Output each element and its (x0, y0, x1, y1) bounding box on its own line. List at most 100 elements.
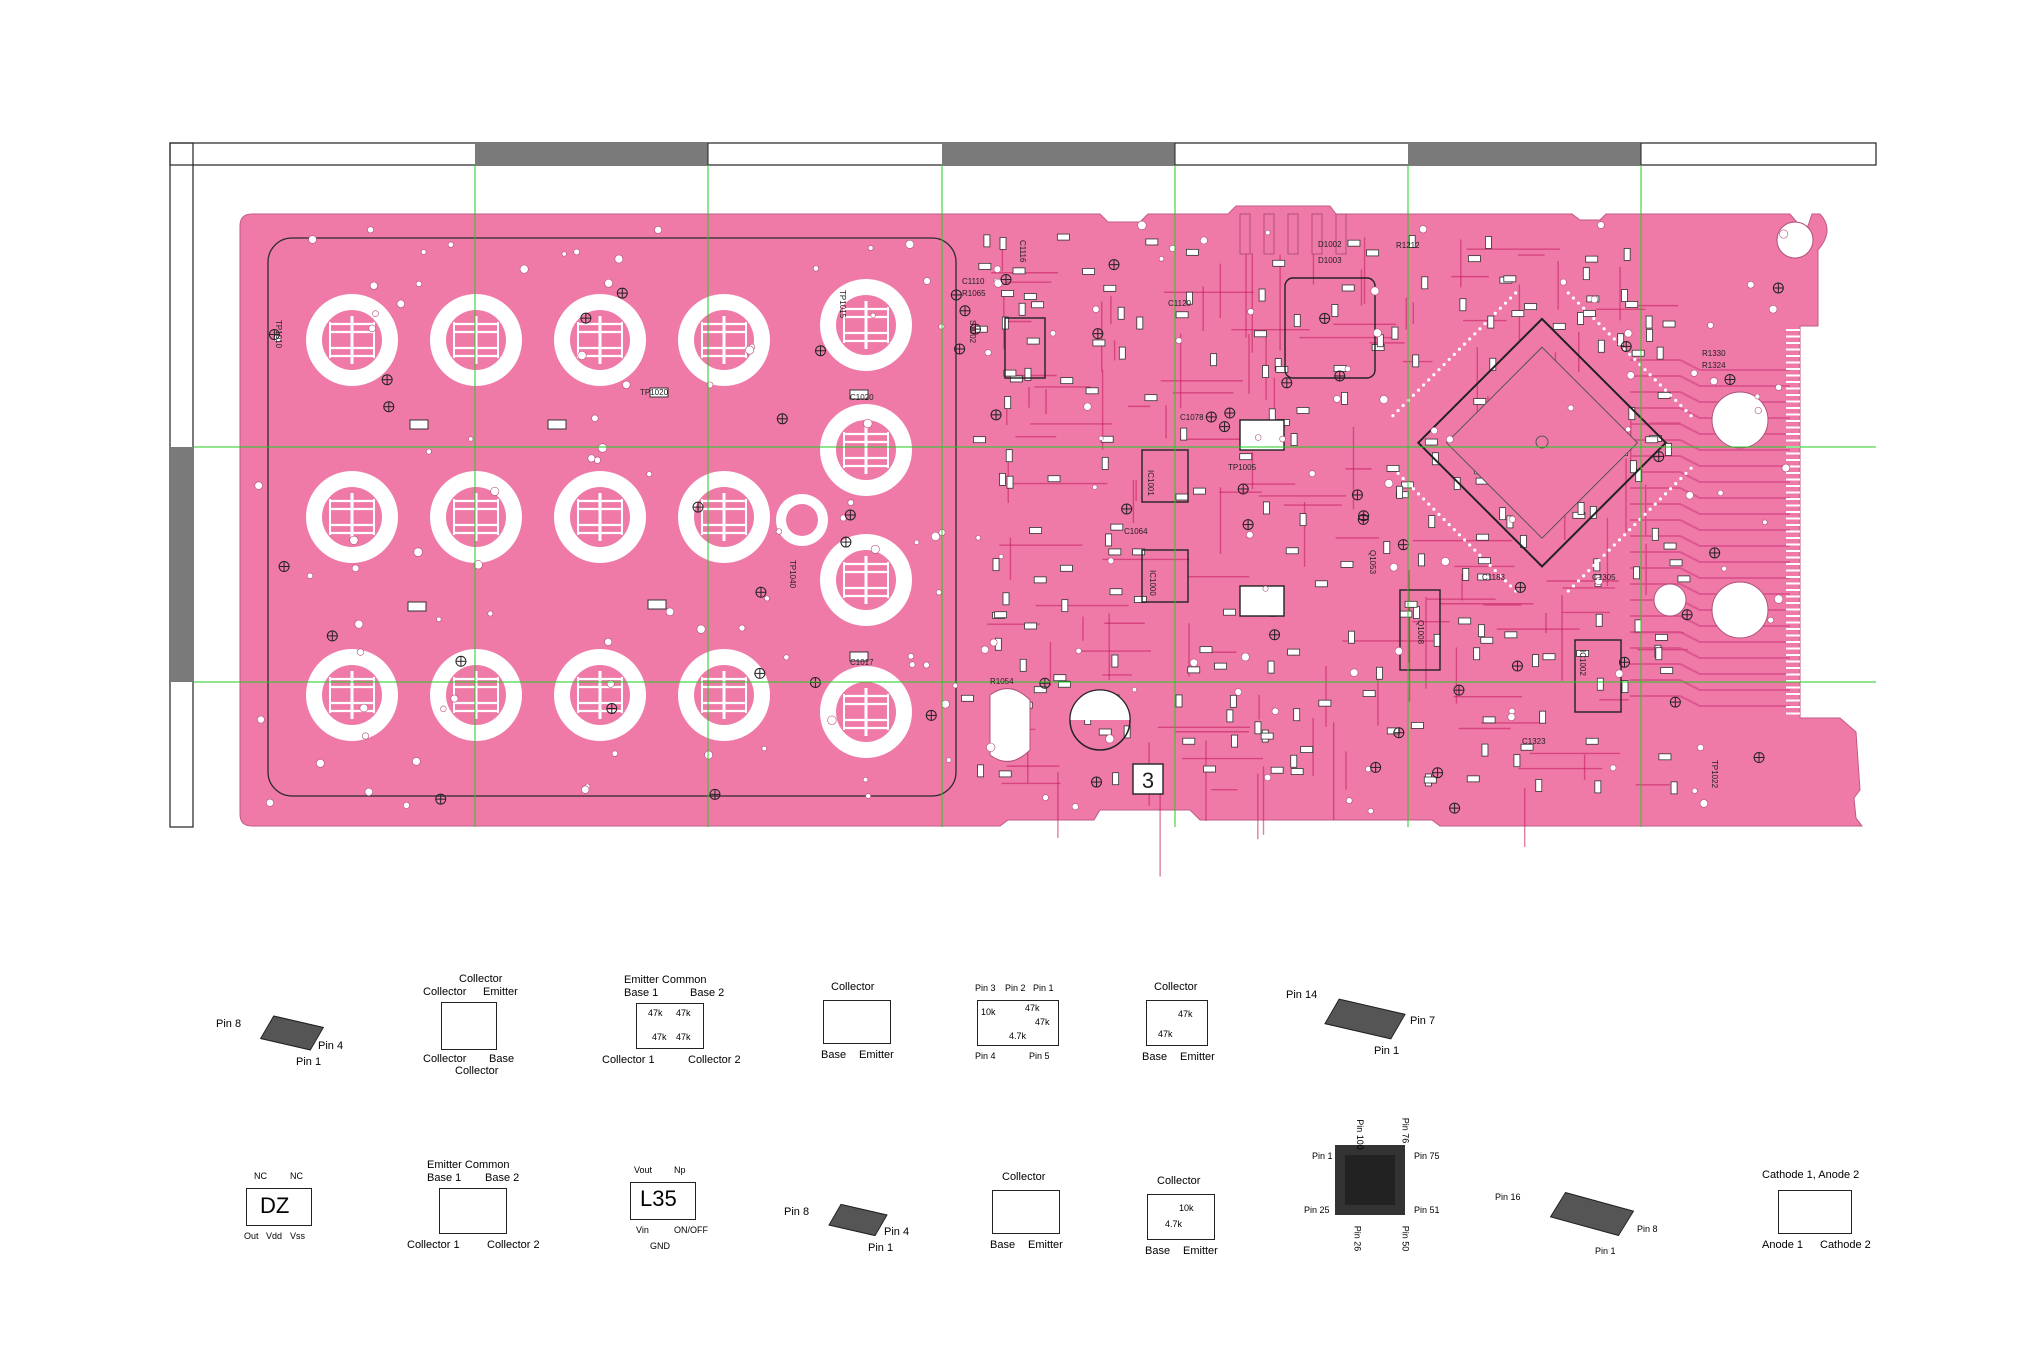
label-tp1015: TP1015 (838, 290, 847, 319)
ic-left-upper (1004, 317, 1046, 379)
pkg-transistor-b-left: Base (990, 1239, 1016, 1251)
board-cutout (989, 688, 1031, 762)
pkg-sot-dual-bottom: Collector (455, 1065, 499, 1077)
smd-part (973, 436, 986, 444)
smd-part (1258, 288, 1266, 302)
label-ic1000: IC1000 (1148, 570, 1157, 596)
pkg-dual-bias-a-base2: Base 2 (690, 987, 725, 999)
smd-part (1539, 710, 1547, 724)
smd-part (1524, 303, 1537, 311)
smd-part (1004, 396, 1012, 410)
pkg-six-pin-p3: Pin 3 (975, 983, 996, 993)
smd-part (1423, 776, 1437, 784)
keypad-key (820, 279, 912, 371)
smd-part (1383, 541, 1391, 554)
smd-part (1109, 588, 1123, 596)
smd-part (1476, 533, 1489, 541)
pkg-sot-dual-bottom-left: Collector (423, 1053, 467, 1065)
smd-part (1404, 600, 1418, 608)
pkg-six-pin-p2: Pin 2 (1005, 983, 1026, 993)
smd-part (1175, 493, 1189, 501)
silkscreen-labels: S1002 IC1001 IC1000 IC1002 TP1010 TP1020… (274, 240, 1726, 789)
crystal-square (1239, 419, 1285, 451)
pkg-dual-diode-title: Cathode 1, Anode 2 (1762, 1169, 1860, 1181)
pkg-l35-vout: Vout (634, 1165, 653, 1175)
smd-part (1193, 487, 1206, 495)
label-s1002: S1002 (968, 320, 977, 344)
pkg-digi-a-right: Emitter (1180, 1051, 1215, 1063)
smd-part (1199, 646, 1213, 654)
pkg-dual-bias-b-c1: Collector 1 (407, 1239, 460, 1251)
smd-part (1418, 553, 1425, 567)
pkg-transistor-a-top: Collector (831, 981, 875, 993)
keypad-key (430, 294, 522, 386)
smd-part (1023, 293, 1037, 300)
pkg-digi-b-r2: 4.7k (1165, 1219, 1183, 1229)
smd-part (1646, 328, 1653, 342)
smd-part (1229, 694, 1237, 708)
vias (254, 220, 1791, 815)
smd-part (1660, 667, 1674, 674)
pkg-dual-diode-c2: Cathode 2 (1820, 1239, 1871, 1251)
smd-part (1468, 255, 1481, 263)
pkg-sot-dual-top: Collector (459, 973, 503, 985)
smd-part (1287, 648, 1301, 656)
pkg-transistor-a: Collector Base Emitter (805, 978, 915, 1078)
label-c1078: C1078 (1180, 413, 1204, 422)
pkg-digi-b-r1: 10k (1179, 1203, 1194, 1213)
smd-part (1005, 449, 1013, 463)
smd-part (1485, 236, 1492, 249)
smd-part (1001, 290, 1014, 297)
pkg-qfp100-p75: Pin 75 (1414, 1151, 1440, 1161)
smd-part (1056, 233, 1070, 241)
smd-part (1275, 366, 1289, 373)
smd-part (1513, 754, 1521, 768)
pkg-l35-label: L35 (640, 1186, 677, 1211)
pkg-l35: Vout Np L35 Vin ON/OFF GND (620, 1162, 730, 1262)
pkg-soic16-pin1: Pin 1 (1595, 1246, 1616, 1256)
smd-part (1480, 636, 1494, 644)
label-r1330: R1330 (1702, 349, 1726, 358)
smd-part (1391, 326, 1399, 340)
smd-part (1203, 765, 1216, 773)
pkg-six-pin-body (977, 1000, 1059, 1046)
smd-part (998, 770, 1012, 778)
smd-part (1299, 513, 1307, 527)
smd-part (1290, 768, 1304, 775)
pkg-soic14-pin1: Pin 1 (1374, 1045, 1400, 1057)
smd-part (1629, 460, 1637, 474)
keypad-key (554, 649, 646, 741)
smd-part (1504, 631, 1518, 639)
smd-part (1424, 438, 1438, 446)
smd-part (978, 262, 992, 270)
smd-part (1118, 346, 1126, 360)
pkg-dual-bias-a-body (636, 1003, 704, 1049)
pkg-six-pin: Pin 3 Pin 2 Pin 1 10k 47k 47k 4.7k Pin 4… (965, 982, 1075, 1082)
smd-part (1331, 304, 1339, 317)
smd-part (1655, 647, 1663, 661)
ruler-dark-segments (170, 143, 1641, 682)
pkg-sot-dual-bottom-right: Base (489, 1053, 515, 1065)
smd-part (1033, 576, 1047, 584)
smd-part (1082, 268, 1096, 275)
smd-part (1226, 709, 1234, 723)
smd-part (1134, 596, 1147, 603)
label-c1064: C1064 (1124, 527, 1148, 536)
smd-part (1481, 743, 1489, 757)
smd-part (1293, 314, 1301, 328)
pkg-six-pin-r2: 47k (1025, 1003, 1040, 1013)
secondary-ics (1004, 277, 1622, 713)
smd-part (1634, 619, 1642, 633)
smd-part (1552, 322, 1566, 330)
keypad-key (306, 471, 398, 563)
smd-part (1645, 436, 1659, 444)
smd-part (1651, 527, 1659, 541)
pkg-qfp100-p50: Pin 50 (1400, 1225, 1411, 1252)
smd-part (1421, 276, 1429, 290)
pkg-dual-diode-body (1778, 1190, 1852, 1234)
smd-part (547, 419, 567, 430)
pkg-digi-b: Collector 10k 4.7k Base Emitter (1135, 1172, 1245, 1272)
smd-part (649, 387, 669, 398)
ruler-segment-2 (942, 143, 1175, 165)
